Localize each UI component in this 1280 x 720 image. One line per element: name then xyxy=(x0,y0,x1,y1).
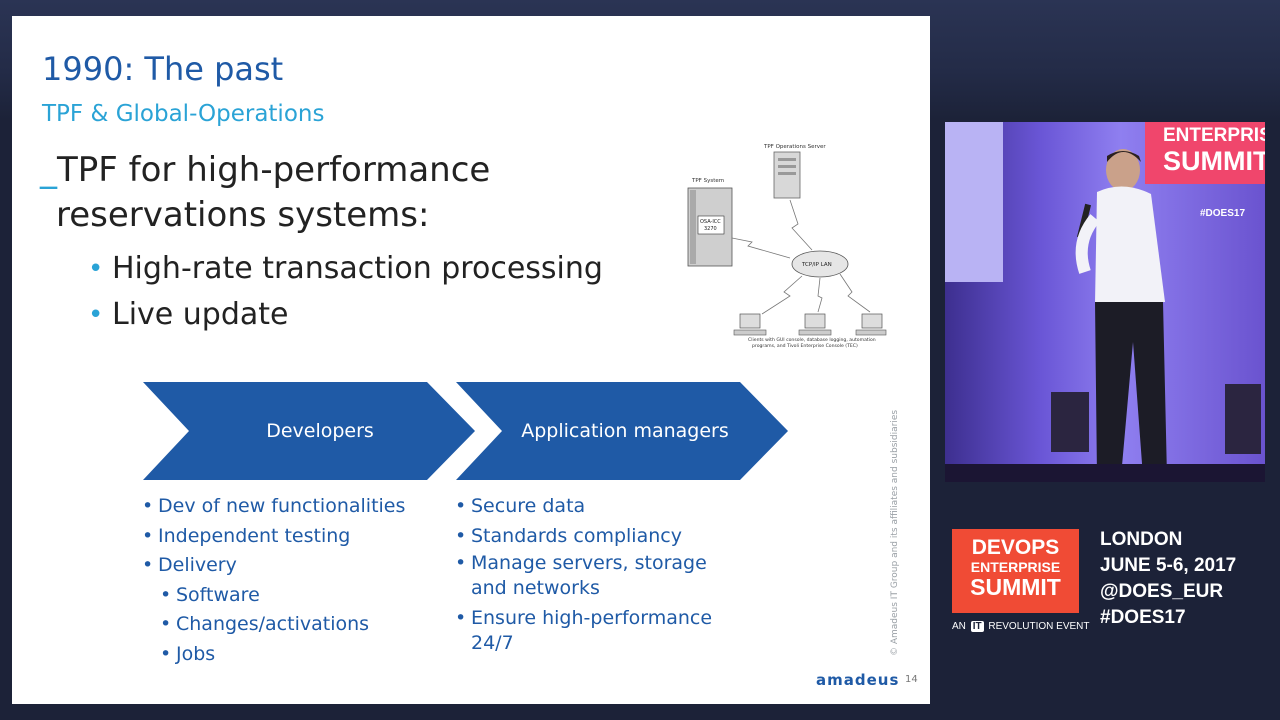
list-item: Standards compliancy xyxy=(455,522,735,552)
projection-screen-edge xyxy=(945,122,1003,282)
client-workstation-icon xyxy=(855,313,887,336)
it-revolution-tagline: AN IT REVOLUTION EVENT xyxy=(952,621,1090,632)
mainframe-icon xyxy=(687,187,733,267)
chevron-developers-label: Developers xyxy=(266,420,374,442)
main-point: _TPF for high-performance reservations s… xyxy=(40,148,490,238)
speaker-figure xyxy=(1051,149,1261,477)
lightning-links xyxy=(731,199,871,315)
app-managers-list: Secure data Standards compliancy Manage … xyxy=(455,492,735,661)
chevron-shape xyxy=(456,382,788,480)
tag-prefix: AN xyxy=(952,621,966,632)
event-logo-line3: SUMMIT xyxy=(970,574,1061,600)
chevron-developers: Developers xyxy=(143,382,475,480)
client-workstation-icon xyxy=(733,313,767,336)
copyright-notice: © Amadeus IT Group and its affiliates an… xyxy=(890,409,900,656)
bullet-item: High-rate transaction processing xyxy=(88,246,603,292)
main-point-line1: TPF for high-performance xyxy=(57,150,491,190)
event-city: LONDON xyxy=(1100,529,1183,550)
diagram-caption-line1: Clients with GUI console, database loggi… xyxy=(748,337,876,343)
lan-cloud-icon xyxy=(791,250,849,278)
slide-title: 1990: The past xyxy=(42,50,284,88)
list-sub-item: Software xyxy=(160,581,405,611)
list-item: Ensure high-performance 24/7 xyxy=(455,606,735,656)
stage-hashtag: #DOES17 xyxy=(1200,208,1246,219)
main-point-prefix: _ xyxy=(40,150,57,190)
speaker-video: ENTERPRISE SUMMIT #DOES17 xyxy=(945,122,1265,482)
list-sub-item: Jobs xyxy=(160,640,405,670)
diagram-system-label: TPF System xyxy=(691,178,724,184)
list-item: Independent testing xyxy=(142,522,405,552)
list-item: Delivery xyxy=(142,551,405,581)
chevron-app-managers-label: Application managers xyxy=(521,420,729,442)
event-dates: JUNE 5-6, 2017 xyxy=(1100,555,1237,576)
chevron-shape xyxy=(143,382,475,480)
stage-banner: ENTERPRISE SUMMIT xyxy=(1145,122,1265,184)
list-item: Manage servers, storage and networks xyxy=(455,551,735,601)
developers-list: Dev of new functionalities Independent t… xyxy=(142,492,405,669)
event-logo-line1: DEVOPS xyxy=(971,536,1060,559)
devops-enterprise-summit-logo: DEVOPS ENTERPRISE SUMMIT xyxy=(952,529,1079,613)
tag-suffix: REVOLUTION EVENT xyxy=(988,621,1090,632)
bullet-item: Live update xyxy=(88,292,603,338)
presentation-slide: 1990: The past TPF & Global-Operations _… xyxy=(12,16,930,704)
amadeus-logo: amadeus xyxy=(816,671,900,689)
event-hashtag: #DOES17 xyxy=(1100,607,1186,628)
diagram-system-box-line2: 3270 xyxy=(704,226,717,232)
list-item: Dev of new functionalities xyxy=(142,492,405,522)
main-bullet-list: High-rate transaction processing Live up… xyxy=(88,246,603,338)
diagram-caption-line2: programs, and Tivoli Enterprise Console … xyxy=(752,343,858,349)
event-info: LONDON JUNE 5-6, 2017 @DOES_EUR #DOES17 xyxy=(1100,527,1236,631)
stage-floor xyxy=(945,464,1265,482)
diagram-server-label: TPF Operations Server xyxy=(763,144,826,150)
it-revolution-logo: IT xyxy=(970,621,984,632)
chevron-application-managers: Application managers xyxy=(456,382,788,480)
page-number: 14 xyxy=(905,674,918,685)
diagram-network-label: TCP/IP LAN xyxy=(801,262,832,268)
list-item: Secure data xyxy=(455,492,735,522)
main-point-line2: reservations systems: xyxy=(56,195,430,235)
slide-subtitle: TPF & Global-Operations xyxy=(42,101,325,127)
event-logo-line2: ENTERPRISE xyxy=(970,559,1061,575)
diagram-system-box-line1: OSA-ICC xyxy=(700,219,721,225)
stage-banner-line2: SUMMIT xyxy=(1163,146,1265,176)
stage-banner-line1: ENTERPRISE xyxy=(1163,125,1265,146)
tpf-network-diagram: TPF Operations Server TPF System OSA-ICC… xyxy=(687,144,887,349)
list-sub-item: Changes/activations xyxy=(160,610,405,640)
client-workstation-icon xyxy=(798,313,832,336)
server-tower-icon xyxy=(773,151,801,199)
event-twitter: @DOES_EUR xyxy=(1100,581,1224,602)
